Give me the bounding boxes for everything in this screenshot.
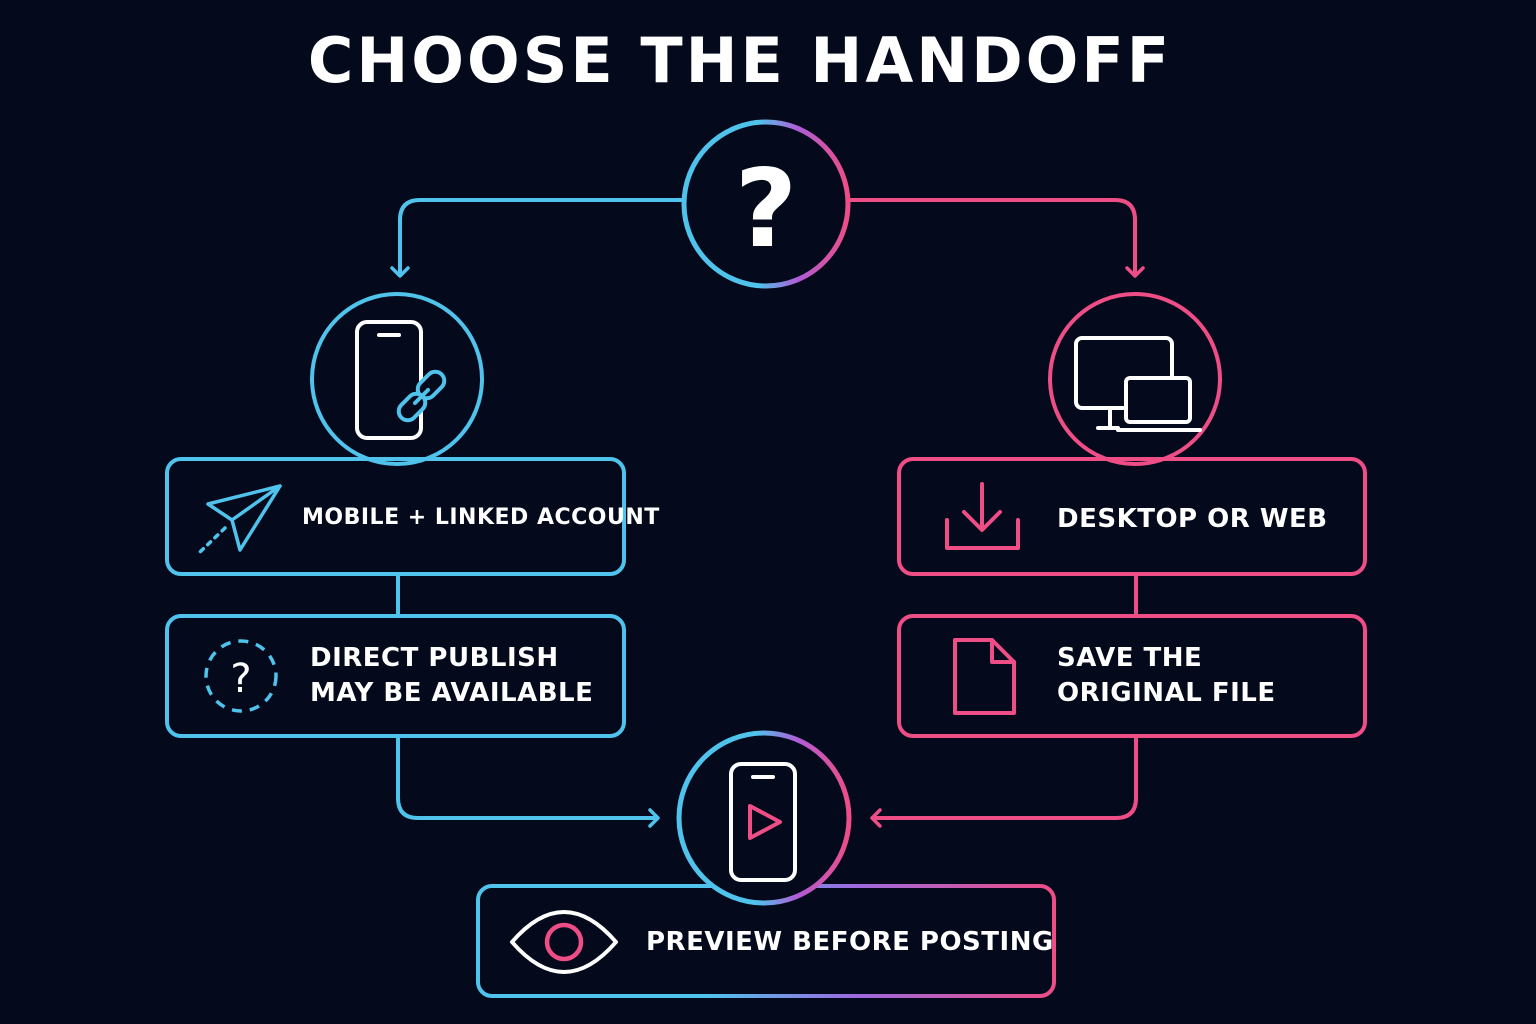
desktop-laptop-icon xyxy=(1074,336,1202,432)
connector-top-right xyxy=(848,198,1145,278)
box-direct-publish xyxy=(165,614,626,738)
label-direct-publish: DIRECT PUBLISH MAY BE AVAILABLE xyxy=(310,641,593,711)
chain-link-icon xyxy=(396,369,447,423)
eye-icon xyxy=(510,910,618,974)
label-save-original-line1: SAVE THE xyxy=(1057,643,1203,673)
label-save-original-line2: ORIGINAL FILE xyxy=(1057,678,1276,708)
desktop-laptop-node xyxy=(1048,292,1222,466)
label-direct-publish-line1: DIRECT PUBLISH xyxy=(310,643,559,673)
question-mark-icon: ? xyxy=(735,147,798,272)
box-save-original xyxy=(897,614,1367,738)
label-preview: PREVIEW BEFORE POSTING xyxy=(646,927,1054,957)
label-desktop-web: DESKTOP OR WEB xyxy=(1057,504,1328,534)
dashed-question-icon xyxy=(204,639,278,713)
page-title: CHOOSE THE HANDOFF xyxy=(307,24,1173,97)
box-desktop-web xyxy=(897,457,1367,576)
connector-right-bottom xyxy=(870,737,1138,828)
file-icon xyxy=(953,638,1016,715)
connector-top-left xyxy=(390,198,684,278)
box-mobile-linked xyxy=(165,457,626,576)
label-save-original: SAVE THE ORIGINAL FILE xyxy=(1057,641,1276,711)
label-mobile-linked: MOBILE + LINKED ACCOUNT xyxy=(302,505,660,530)
connector-left-bottom xyxy=(396,737,660,828)
phone-play-node xyxy=(676,730,852,906)
download-icon xyxy=(945,482,1020,550)
paper-plane-icon xyxy=(198,484,282,554)
phone-play-icon xyxy=(729,762,797,882)
dashed-question-symbol: ? xyxy=(230,656,251,702)
label-direct-publish-line2: MAY BE AVAILABLE xyxy=(310,678,594,708)
phone-link-node xyxy=(310,292,484,466)
question-node xyxy=(681,119,851,289)
